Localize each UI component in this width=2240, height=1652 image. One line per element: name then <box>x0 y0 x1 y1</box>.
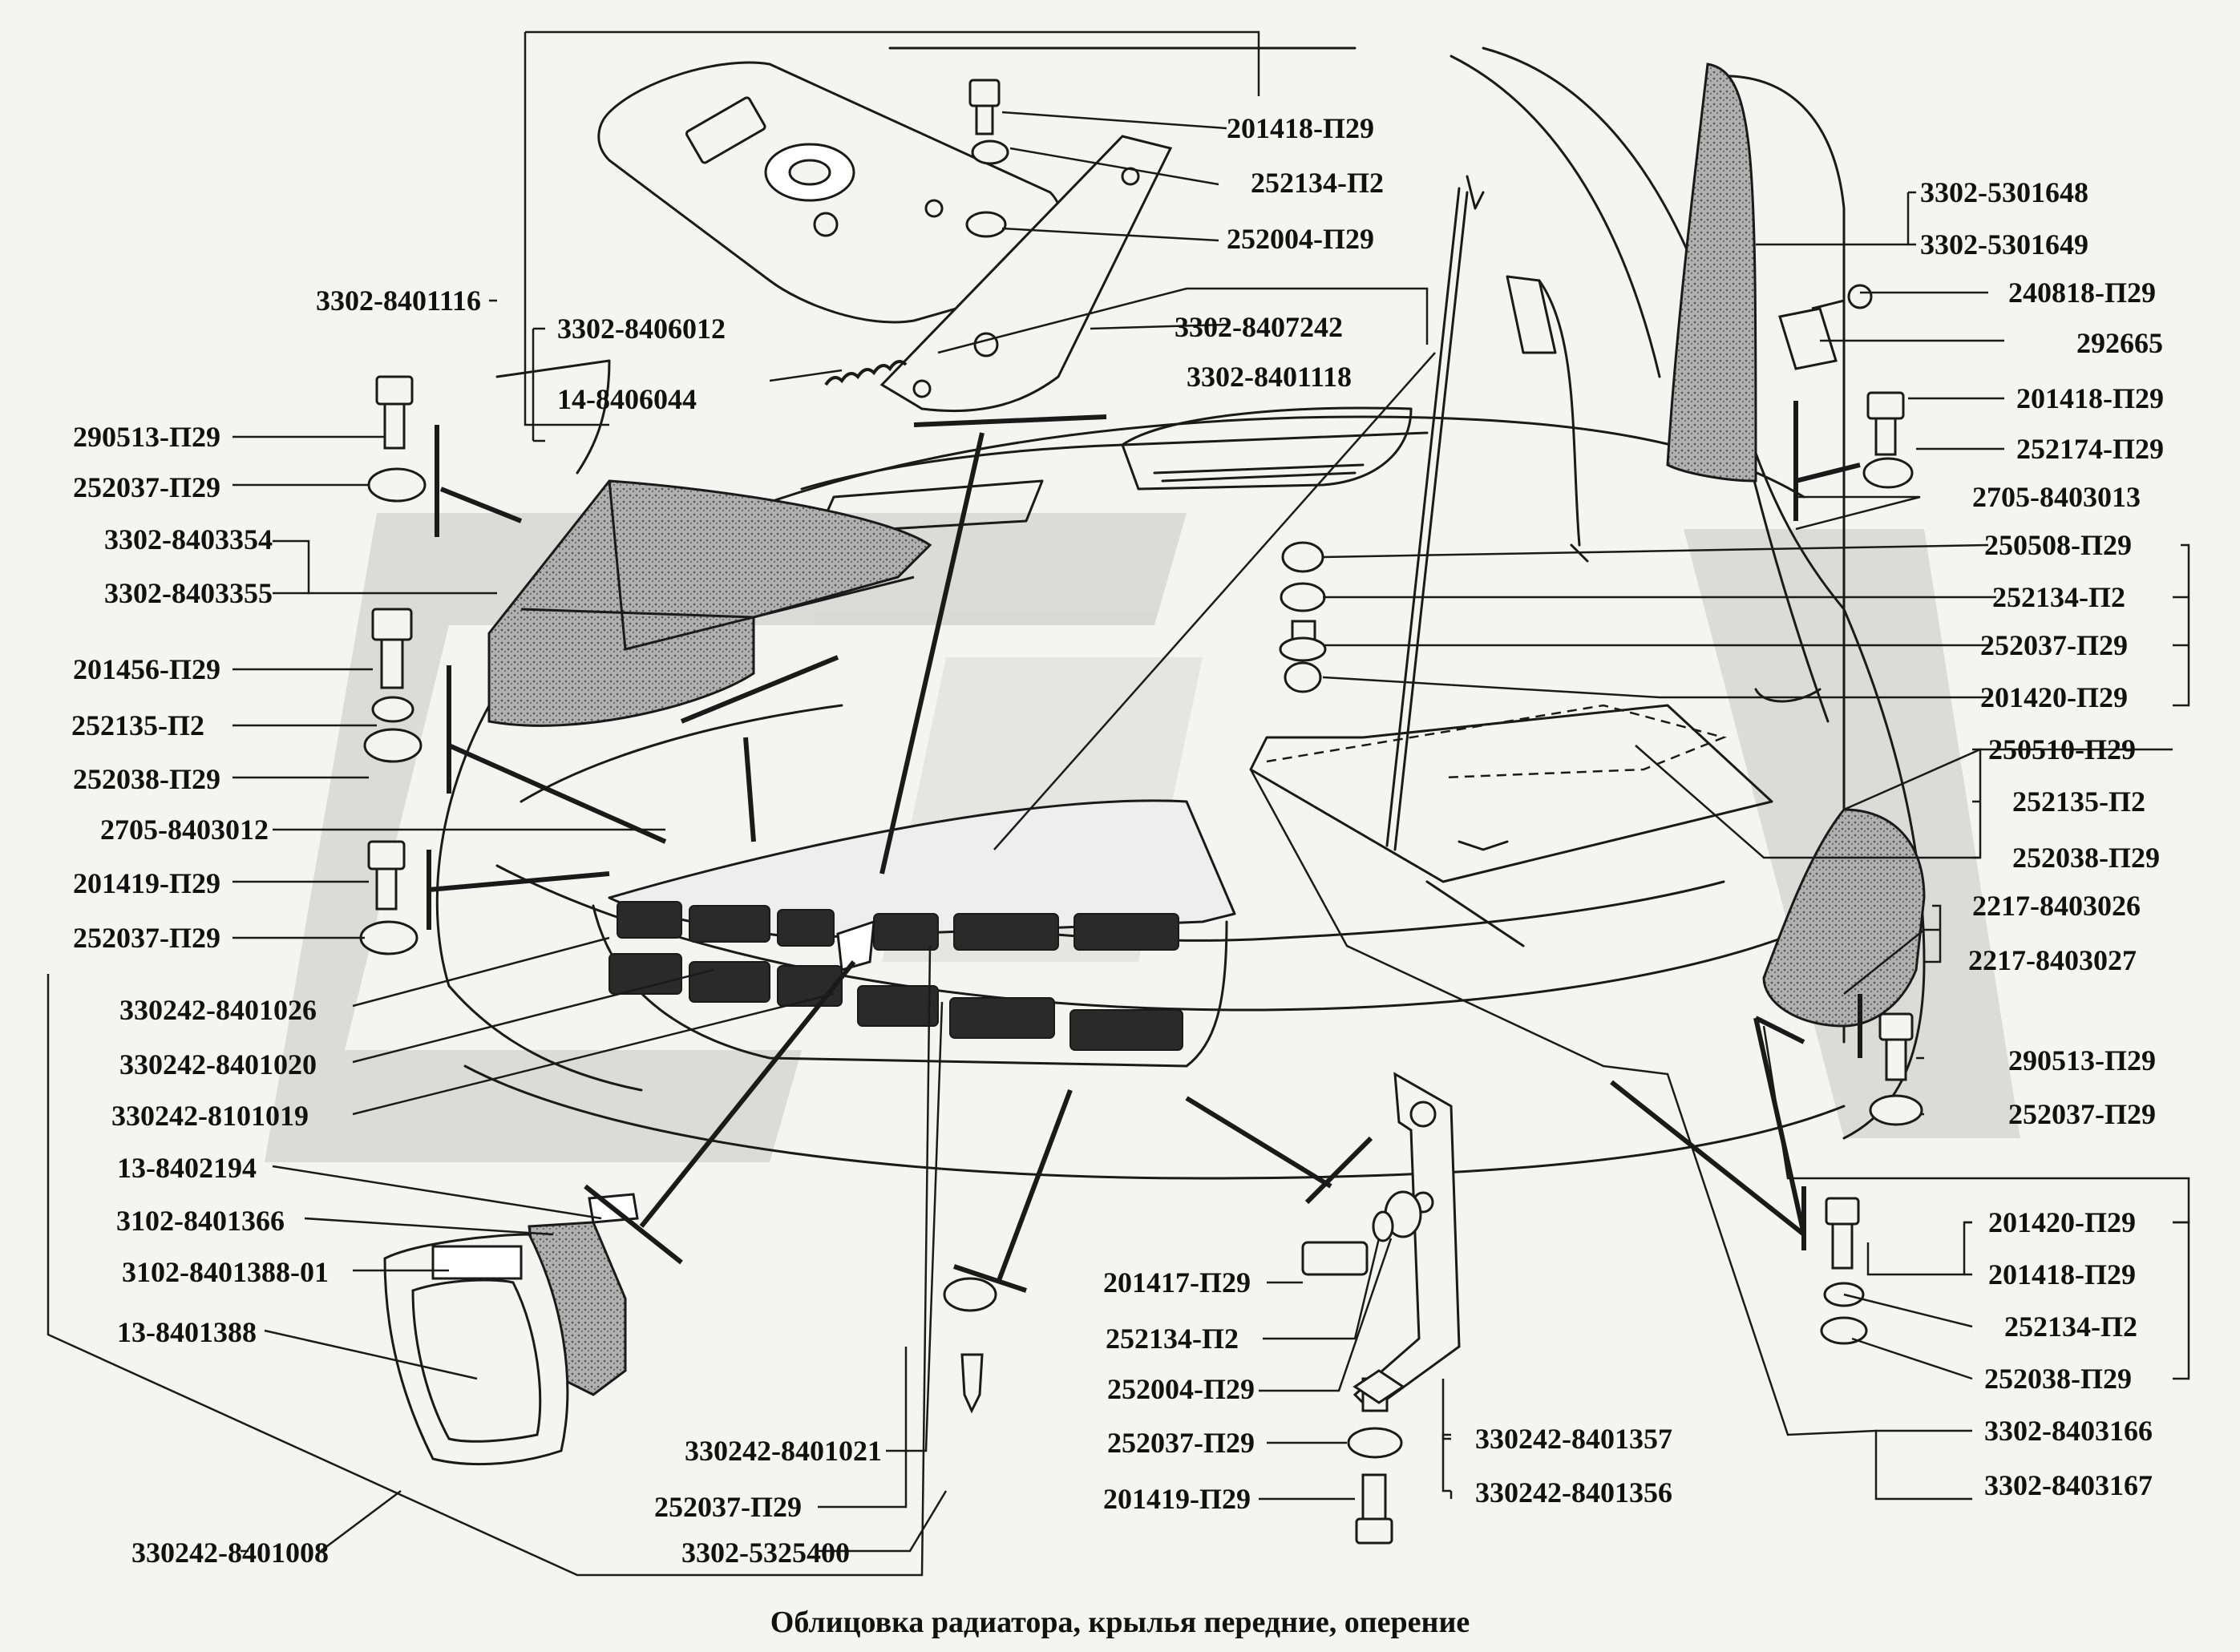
part-label: 252135-П2 <box>2012 786 2145 818</box>
part-label: 252134-П2 <box>1251 167 1384 199</box>
part-label: 330242-8401356 <box>1475 1476 1672 1509</box>
part-label: 3302-8407242 <box>1175 311 1343 343</box>
part-label: 201419-П29 <box>73 867 220 899</box>
part-label: 2217-8403026 <box>1972 890 2141 922</box>
part-label: 201418-П29 <box>2016 382 2164 414</box>
part-label: 252134-П2 <box>1106 1323 1239 1355</box>
stippled-parts <box>487 63 1926 1028</box>
part-label: 3302-5301649 <box>1920 228 2088 261</box>
part-label: 252038-П29 <box>73 763 220 795</box>
emblem-icon <box>836 919 875 971</box>
part-label: 252135-П2 <box>71 709 204 741</box>
part-label: 3302-8401118 <box>1187 361 1352 393</box>
part-label: 252134-П2 <box>2004 1311 2137 1343</box>
part-label: 3302-8403167 <box>1984 1469 2153 1501</box>
hood-lock <box>597 61 1173 413</box>
part-label: 2705-8403013 <box>1972 481 2141 513</box>
part-label: 290513-П29 <box>73 421 220 453</box>
part-label: 201418-П29 <box>1227 112 1374 144</box>
part-label: 13-8401388 <box>117 1316 257 1348</box>
part-label: 3302-5325400 <box>681 1537 850 1569</box>
part-label: 292665 <box>2076 327 2163 359</box>
part-label: 252134-П2 <box>1992 581 2125 613</box>
part-label: 201418-П29 <box>1988 1258 2136 1290</box>
part-label: 290513-П29 <box>2008 1044 2156 1076</box>
part-label: 252004-П29 <box>1227 223 1374 255</box>
part-label: 330242-8401026 <box>119 994 317 1026</box>
part-label: 252038-П29 <box>1984 1363 2132 1395</box>
part-label: 252037-П29 <box>654 1491 802 1523</box>
part-label: 3302-8406012 <box>557 313 726 345</box>
part-label: 201420-П29 <box>1988 1206 2136 1238</box>
part-label: 252037-П29 <box>73 471 220 503</box>
part-label: 201456-П29 <box>73 653 220 685</box>
part-label: 330242-8401008 <box>131 1537 329 1569</box>
part-label: 252038-П29 <box>2012 842 2160 874</box>
part-label: 3302-8403355 <box>104 577 273 609</box>
part-label: 330242-8401357 <box>1475 1423 1672 1455</box>
part-label: 252037-П29 <box>2008 1098 2156 1130</box>
part-label: 201419-П29 <box>1103 1483 1251 1515</box>
grille-slots <box>609 901 1183 1051</box>
part-label: 252037-П29 <box>1980 629 2128 661</box>
part-label: 3302-8401116 <box>315 285 481 317</box>
part-label: 3102-8401366 <box>116 1205 285 1237</box>
air-duct <box>487 479 932 727</box>
hidden-outline <box>1266 704 1727 779</box>
part-label: 2217-8403027 <box>1968 944 2137 976</box>
part-label: 250510-П29 <box>1988 733 2136 765</box>
pillar-seal <box>1666 63 1757 483</box>
part-label: 2705-8403012 <box>100 814 269 846</box>
part-label: 252004-П29 <box>1107 1373 1255 1405</box>
figure-caption: Облицовка радиатора, крылья передние, оп… <box>770 1606 1470 1639</box>
leader-lines <box>46 30 2190 1577</box>
pointer-bars <box>427 401 1862 1293</box>
part-label: 3302-5301648 <box>1920 176 2088 208</box>
part-label: 201417-П29 <box>1103 1266 1251 1299</box>
part-label: 3302-8403354 <box>104 523 273 555</box>
part-label: 252174-П29 <box>2016 433 2164 465</box>
part-label: 240818-П29 <box>2008 277 2156 309</box>
part-label: 252037-П29 <box>73 922 220 954</box>
fasteners <box>359 79 1923 1545</box>
part-label: 250508-П29 <box>1984 529 2132 561</box>
part-label: 201420-П29 <box>1980 681 2128 713</box>
part-label: 252037-П29 <box>1107 1427 1255 1459</box>
part-label: 3302-8403166 <box>1984 1415 2153 1447</box>
part-label: 330242-8401021 <box>685 1435 882 1467</box>
part-label: 3102-8401388-01 <box>122 1256 329 1288</box>
part-label: 14-8406044 <box>557 383 697 415</box>
spring <box>824 360 908 386</box>
signal-lamp <box>383 1193 639 1466</box>
part-label: 13-8402194 <box>117 1152 257 1184</box>
part-label: 330242-8101019 <box>111 1100 309 1132</box>
part-label: 330242-8401020 <box>119 1048 317 1080</box>
wheel-arch-seal <box>1762 808 1926 1028</box>
